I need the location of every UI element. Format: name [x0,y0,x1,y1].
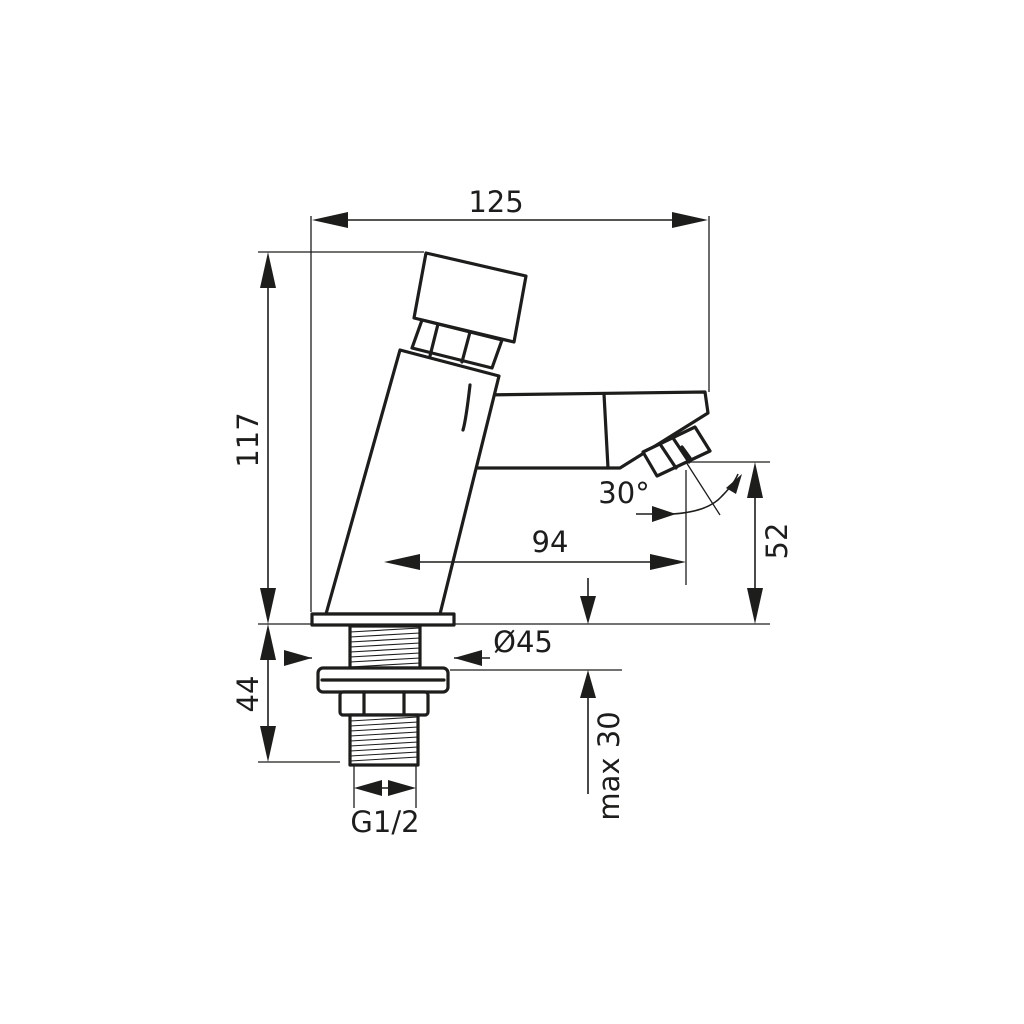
fixing-assembly [316,624,450,767]
tap-column [324,348,501,616]
dimension-labels: 125 117 94 52 30° Ø45 44 max 30 G1/2 [231,185,794,839]
fixing-nut [338,690,430,717]
dim-label-below-deck: 44 [231,676,265,713]
tap-body [310,251,712,627]
dimension-lines [260,212,763,796]
push-button-cap [412,251,528,344]
dim-label-spout-height: 52 [760,523,794,560]
dim-label-width: 125 [468,185,523,219]
dim-label-spray-angle: 30° [598,476,649,510]
deck-flange [310,612,456,627]
dim-label-height: 117 [231,412,265,467]
dim-label-flange-diameter: Ø45 [493,625,553,659]
dim-label-thread: G1/2 [350,805,419,839]
aerator [641,425,712,478]
dim-label-max-deck: max 30 [592,711,626,820]
dim-label-spout-reach: 94 [532,525,569,559]
